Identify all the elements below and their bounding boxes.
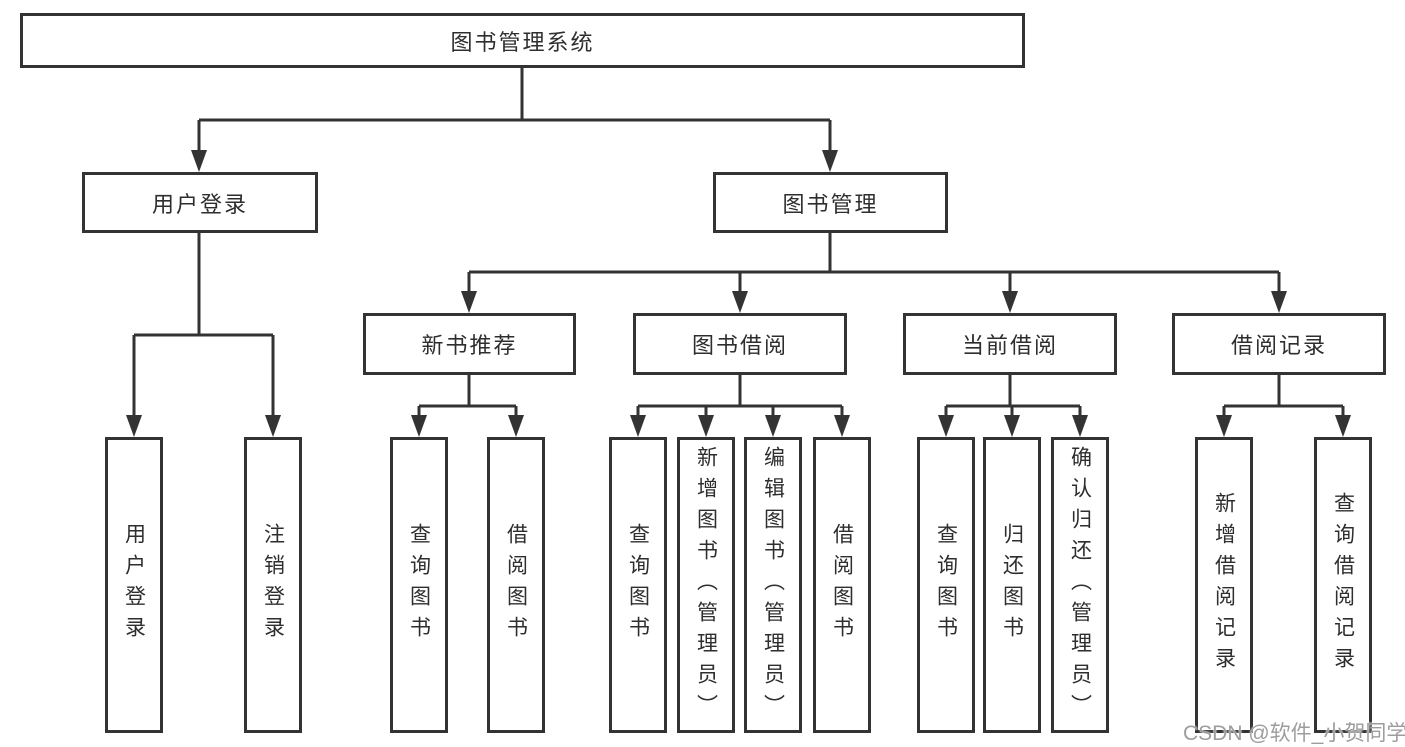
node-library-management-system: 图书管理系统: [20, 13, 1025, 68]
arrowhead-icon: [822, 150, 838, 172]
arrowhead-icon: [191, 150, 207, 172]
branch-user-login-connectors: [126, 233, 281, 437]
arrowhead-icon: [508, 415, 524, 437]
arrowhead-icon: [1004, 415, 1020, 437]
branch-book-mgmt-connectors: [461, 233, 1287, 313]
arrowhead-icon: [265, 415, 281, 437]
csdn-watermark: CSDN @软件_小贺同学: [1183, 722, 1405, 745]
node-user-login: 用户登录: [82, 172, 318, 233]
node-book-management: 图书管理: [713, 172, 948, 233]
leaf-query-books-borrow: 查询图书: [609, 437, 667, 733]
leaf-borrow-books-rec: 借阅图书: [487, 437, 545, 733]
arrowhead-icon: [834, 415, 850, 437]
arrowhead-icon: [411, 415, 427, 437]
leaf-user-login: 用户登录: [105, 437, 163, 733]
leaf-logout: 注销登录: [244, 437, 302, 733]
arrowhead-icon: [765, 415, 781, 437]
branch-current-borrow-connectors: [938, 375, 1088, 437]
leaf-query-books-rec: 查询图书: [390, 437, 448, 733]
leaf-confirm-return-admin: 确认归还（管理员）: [1051, 437, 1109, 733]
node-new-book-recommendation: 新书推荐: [363, 313, 576, 375]
leaf-borrow-books: 借阅图书: [813, 437, 871, 733]
branch-new-book-rec-connectors: [411, 375, 524, 437]
node-current-borrowing: 当前借阅: [903, 313, 1117, 375]
arrowhead-icon: [938, 415, 954, 437]
branch-book-borrow-connectors: [630, 375, 850, 437]
arrowhead-icon: [732, 291, 748, 313]
arrowhead-icon: [1335, 415, 1351, 437]
branch-root-connectors: [191, 68, 838, 172]
node-borrowing-records: 借阅记录: [1172, 313, 1386, 375]
node-book-borrowing: 图书借阅: [633, 313, 847, 375]
arrowhead-icon: [1072, 415, 1088, 437]
branch-borrow-records-connectors: [1216, 375, 1351, 437]
leaf-add-books-admin: 新增图书（管理员）: [677, 437, 735, 733]
leaf-return-books: 归还图书: [983, 437, 1041, 733]
leaf-query-borrow-record: 查询借阅记录: [1314, 437, 1372, 733]
arrowhead-icon: [461, 291, 477, 313]
arrowhead-icon: [1002, 291, 1018, 313]
arrowhead-icon: [1271, 291, 1287, 313]
arrowhead-icon: [630, 415, 646, 437]
leaf-edit-books-admin: 编辑图书（管理员）: [744, 437, 802, 733]
arrowhead-icon: [1216, 415, 1232, 437]
arrowhead-icon: [698, 415, 714, 437]
leaf-query-books-current: 查询图书: [917, 437, 975, 733]
arrowhead-icon: [126, 415, 142, 437]
leaf-add-borrow-record: 新增借阅记录: [1195, 437, 1253, 733]
